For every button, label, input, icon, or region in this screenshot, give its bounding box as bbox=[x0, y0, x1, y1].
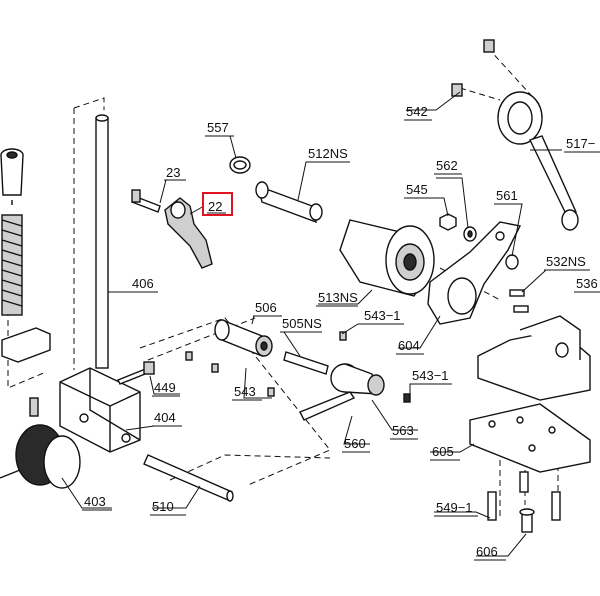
label-605: 605 bbox=[432, 444, 454, 459]
nut-545 bbox=[439, 213, 457, 231]
knob-403 bbox=[0, 424, 81, 489]
label-562: 562 bbox=[436, 158, 458, 173]
pin-560 bbox=[299, 391, 356, 421]
label-513NS: 513NS bbox=[318, 290, 358, 305]
guide-rod-406-top bbox=[73, 97, 105, 110]
screw-23 bbox=[131, 189, 161, 213]
label-560: 560 bbox=[344, 436, 366, 451]
guide-box-506-b bbox=[147, 317, 256, 361]
label-543: 543 bbox=[234, 384, 256, 399]
label-561: 561 bbox=[496, 188, 518, 203]
bolt-606 bbox=[519, 508, 535, 533]
label-549-1: 549−1 bbox=[436, 500, 473, 515]
label-406: 406 bbox=[132, 276, 154, 291]
label-512NS: 512NS bbox=[308, 146, 348, 161]
label-404: 404 bbox=[154, 410, 176, 425]
arm-517 bbox=[497, 91, 579, 231]
screws-532NS bbox=[509, 289, 529, 313]
screw-542 bbox=[451, 39, 495, 97]
label-449: 449 bbox=[154, 380, 176, 395]
guide-spring-left bbox=[7, 280, 47, 389]
label-606: 606 bbox=[476, 544, 498, 559]
sleeve-512NS bbox=[255, 181, 323, 224]
bracket-536 bbox=[477, 315, 591, 401]
label-532NS: 532NS bbox=[546, 254, 586, 269]
label-536: 536 bbox=[576, 276, 598, 291]
label-403: 403 bbox=[84, 494, 106, 509]
rod-406 bbox=[95, 114, 109, 369]
label-506: 506 bbox=[255, 300, 277, 315]
label-517: 517− bbox=[566, 136, 595, 151]
label-23: 23 bbox=[166, 165, 180, 180]
lever-22 bbox=[164, 197, 213, 269]
label-505NS: 505NS bbox=[282, 316, 322, 331]
pin-505NS bbox=[283, 351, 329, 375]
coupler-563 bbox=[330, 363, 385, 396]
shaft-510 bbox=[143, 454, 234, 502]
label-543-1-lower: 543−1 bbox=[412, 368, 449, 383]
label-22: 22 bbox=[208, 199, 222, 214]
label-543-1-upper: 543−1 bbox=[364, 308, 401, 323]
callout-labels: 22 23 557 512NS 542 517− 545 562 561 532… bbox=[82, 104, 600, 561]
label-542: 542 bbox=[406, 104, 428, 119]
washer-562 bbox=[463, 226, 477, 242]
washer-561 bbox=[505, 254, 519, 270]
bracket-604 bbox=[427, 221, 522, 325]
ring-557 bbox=[229, 156, 251, 174]
set-screws-543 bbox=[185, 331, 411, 403]
bolts-549-1 bbox=[487, 471, 561, 521]
block-404 bbox=[29, 367, 141, 453]
screw-449 bbox=[117, 361, 155, 385]
coupler-506 bbox=[214, 318, 273, 358]
guide-542-b bbox=[459, 87, 501, 101]
spring-assembly bbox=[0, 148, 51, 363]
guide-box-506 bbox=[139, 317, 331, 486]
plate-605 bbox=[469, 403, 591, 473]
label-557: 557 bbox=[207, 120, 229, 135]
highlight-box-22 bbox=[202, 192, 233, 216]
label-563: 563 bbox=[392, 423, 414, 438]
label-510: 510 bbox=[152, 499, 174, 514]
label-545: 545 bbox=[406, 182, 428, 197]
motor-513NS bbox=[339, 219, 435, 297]
label-604: 604 bbox=[398, 338, 420, 353]
guide-box-510 bbox=[169, 454, 331, 481]
